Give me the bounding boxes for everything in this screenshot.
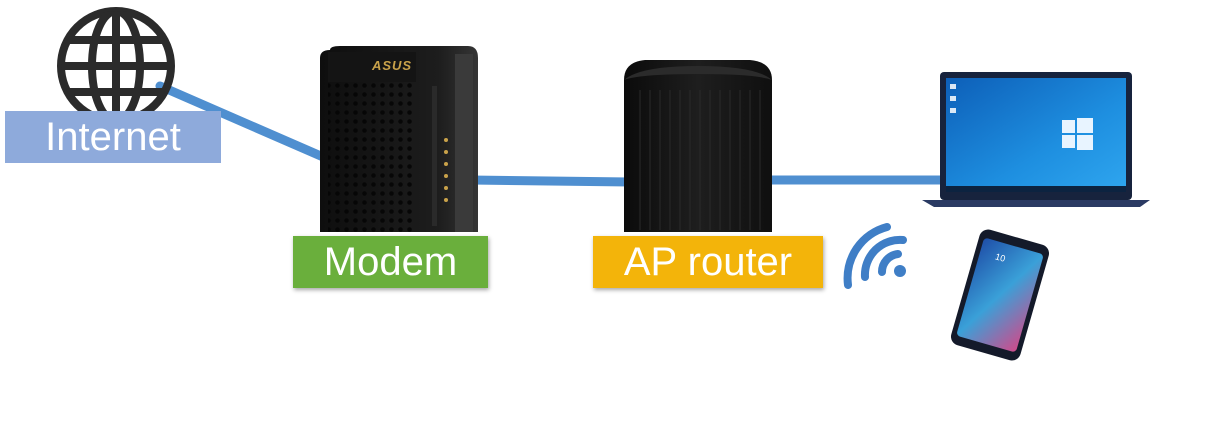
modem-led-indicators	[444, 138, 448, 202]
router-device	[624, 60, 772, 232]
internet-label: Internet	[5, 111, 221, 163]
modem-label: Modem	[293, 236, 488, 288]
windows-logo	[1062, 118, 1093, 150]
globe-icon	[57, 7, 175, 125]
network-cables	[155, 81, 950, 187]
laptop-device	[922, 72, 1150, 207]
modem-brand-logo: ASUS	[371, 58, 412, 73]
modem-device: ASUS	[320, 46, 478, 232]
cable-modem-router	[465, 175, 635, 187]
phone-device: 10	[950, 229, 1050, 361]
wifi-icon	[843, 223, 907, 289]
router-label: AP router	[593, 236, 823, 288]
svg-text:10: 10	[994, 251, 1006, 263]
wifi-dot	[894, 265, 906, 277]
cable-internet-modem	[155, 81, 335, 165]
